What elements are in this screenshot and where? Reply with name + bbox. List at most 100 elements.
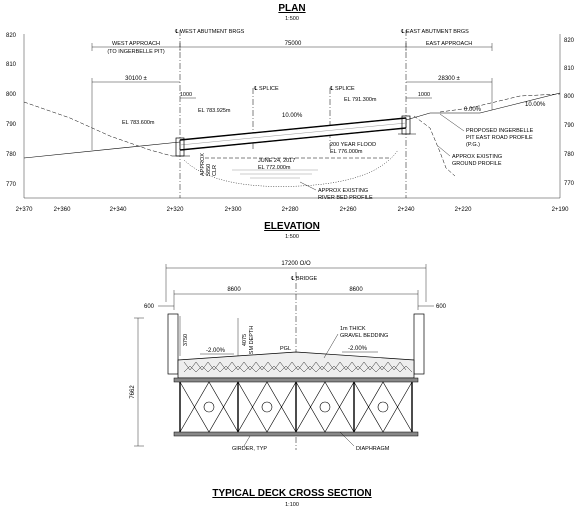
chainage-label: 2+300	[225, 207, 243, 213]
left-axis-label: 820	[6, 33, 17, 39]
date-label-2: EL 772.000m	[258, 165, 291, 171]
west-approach-label: WEST APPROACH	[112, 41, 160, 47]
east-abutment-label: ℄ EAST ABUTMENT BRGS	[400, 29, 469, 35]
girder-truss	[173, 377, 419, 437]
ground-label-2: GROUND PROFILE	[452, 161, 502, 167]
deck-depth-2: SM DEPTH	[249, 326, 255, 354]
svg-text:CLR: CLR	[212, 165, 218, 176]
chainage-label: 2+280	[282, 207, 300, 213]
grade-right-1: 0.00%	[464, 107, 482, 113]
bridge-deck	[179, 117, 407, 151]
bedding-leader	[323, 333, 339, 359]
gravel-bedding	[177, 351, 415, 379]
right-axis-label: 770	[564, 181, 575, 187]
east-approach-label: EAST APPROACH	[426, 41, 472, 47]
edge-right: 600	[436, 304, 447, 310]
chainage-label: 2+190	[552, 207, 570, 213]
clearance-label: APPROX 5850 CLR	[200, 153, 218, 176]
chainage-label: 2+340	[110, 207, 128, 213]
section-height: 7662	[130, 385, 136, 399]
edge-left: 600	[144, 304, 155, 310]
profile-leader	[439, 113, 465, 132]
svg-text:APPROX: APPROX	[200, 153, 206, 176]
offset-dimensions: 1000 1000	[180, 92, 432, 99]
east-abutment	[398, 115, 416, 135]
grade-right-2: 10.00%	[525, 102, 546, 108]
river-bed-profile	[183, 149, 399, 187]
chainage-label: 2+240	[398, 207, 416, 213]
half-width-left: 8600	[227, 287, 241, 293]
splice-label-2: ℄ SPLICE	[329, 86, 355, 92]
deck-grade-label: 10.00%	[282, 113, 303, 119]
chainage-label: 2+360	[54, 207, 72, 213]
flood-label-1: 200 YEAR FLOOD	[330, 142, 376, 148]
proposed-road-profile	[23, 92, 561, 159]
section-dimensions: 17200 O/O ℄ BRIDGE 8600 8600 600 600 766…	[130, 261, 447, 450]
curb-height: 3750	[183, 334, 189, 346]
bridge-centerline-label: ℄ BRIDGE	[290, 276, 317, 282]
splice-label-1: ℄ SPLICE	[253, 86, 279, 92]
plan-title: PLAN	[278, 3, 305, 14]
west-abutment	[172, 137, 190, 157]
flood-label-2: EL 776.000m	[330, 149, 363, 155]
left-elevation-axis: 820 810 800 790 780 770	[6, 33, 25, 198]
girder-leader	[243, 435, 251, 447]
plan-scale: 1:500	[285, 16, 299, 22]
left-axis-label: 770	[6, 182, 17, 188]
diaphragm-leader	[339, 431, 355, 447]
bedding-label-1: 1m THICK	[340, 326, 366, 332]
west-abutment-label: ℄ WEST ABUTMENT BRGS	[174, 29, 245, 35]
profile-label-1: PROPOSED INGERBELLE	[466, 128, 534, 134]
right-axis-label: 790	[564, 123, 575, 129]
profile-label-3: (P.G.)	[466, 142, 480, 148]
elevation-title: ELEVATION	[264, 221, 320, 232]
pgl-label: PGL	[280, 346, 291, 352]
plan-dimension-row: WEST APPROACH (TO INGERBELLE PIT) 75000 …	[91, 41, 493, 55]
right-axis-label: 820	[564, 38, 575, 44]
el-label-left-2: EL 783.925m	[198, 108, 231, 114]
west-approach-sub: (TO INGERBELLE PIT)	[107, 49, 165, 55]
profile-label-2: PIT EAST ROAD PROFILE	[466, 135, 533, 141]
section-scale: 1:100	[285, 502, 299, 508]
overall-width: 17200 O/O	[281, 261, 311, 267]
right-axis-label: 810	[564, 66, 575, 72]
elevation-scale: 1:500	[285, 234, 299, 240]
west-dim-label: 30100 ±	[125, 76, 147, 82]
half-width-right: 8600	[349, 287, 363, 293]
slope-left: -2.00%	[206, 348, 226, 354]
svg-text:5850: 5850	[206, 164, 212, 176]
existing-ground-profile	[23, 93, 561, 177]
east-dim-label: 28300 ±	[438, 76, 460, 82]
ground-leader	[437, 145, 451, 157]
left-axis-label: 800	[6, 92, 17, 98]
right-axis-label: 800	[564, 94, 575, 100]
section-title: TYPICAL DECK CROSS SECTION	[212, 488, 371, 499]
dim-1000-right: 1000	[418, 92, 430, 98]
chainage-label: 2+370	[16, 207, 34, 213]
chainage-label: 2+320	[167, 207, 185, 213]
river-leader	[299, 181, 317, 191]
river-label-1: APPROX EXISTING	[318, 188, 368, 194]
date-label-1: JUNE 24, 2017	[258, 158, 295, 164]
left-axis-label: 790	[6, 122, 17, 128]
approach-dimensions: 30100 ± 28300 ±	[91, 76, 493, 150]
chainage-label: 2+260	[340, 207, 358, 213]
right-elevation-axis: 820 810 800 790 780 770	[559, 34, 575, 198]
river-water-hatch	[232, 169, 318, 179]
dim-1000-left: 1000	[180, 92, 192, 98]
bridge-length-label: 75000	[285, 41, 302, 47]
left-axis-label: 810	[6, 62, 17, 68]
chainage-label: 2+220	[455, 207, 473, 213]
bedding-label-2: GRAVEL BEDDING	[340, 333, 388, 339]
el-label-right: EL 791.300m	[344, 97, 377, 103]
el-label-left-1: EL 783.600m	[122, 120, 155, 126]
right-curb	[413, 313, 425, 375]
chainage-row: 2+370 2+360 2+340 2+320 2+300 2+280 2+26…	[16, 197, 570, 213]
left-axis-label: 780	[6, 152, 17, 158]
ground-label-1: APPROX EXISTING	[452, 154, 502, 160]
left-curb: 3750	[167, 313, 189, 375]
diaphragm-label: DIAPHRAGM	[356, 446, 390, 452]
deck-depth-1: 4075	[242, 334, 248, 346]
slope-right: -2.00%	[348, 346, 368, 352]
